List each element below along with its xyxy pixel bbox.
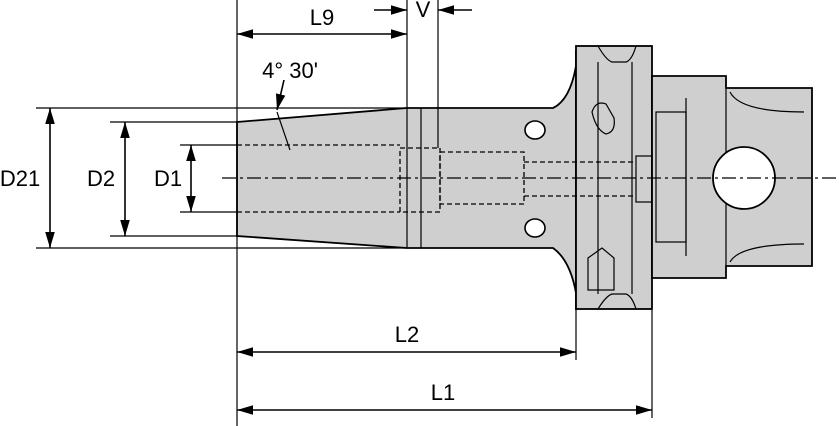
- internal-thread: [439, 151, 525, 205]
- drive-slot: [591, 102, 615, 135]
- flange-groove: [597, 45, 637, 63]
- coolant-tube: [635, 155, 653, 203]
- coolant-hole-bottom: [524, 218, 546, 238]
- dim-L2: L2: [237, 322, 576, 357]
- dim-L1: L1: [237, 380, 652, 415]
- holder-body: [236, 45, 813, 310]
- label-D21: D21: [0, 166, 40, 191]
- label-L9: L9: [310, 5, 334, 30]
- orientation-notch: [587, 247, 615, 291]
- shank-taper-line: [729, 91, 805, 113]
- label-V: V: [416, 0, 431, 22]
- dim-D21: D21: [0, 108, 55, 248]
- label-L1: L1: [431, 380, 455, 405]
- dim-L9: L9: [237, 5, 407, 39]
- dim-D2: D2: [87, 122, 130, 236]
- dim-V: V: [374, 0, 472, 22]
- dim-D1: D1: [154, 145, 196, 212]
- dim-angle: 4° 30': [262, 58, 318, 151]
- label-D1: D1: [154, 166, 182, 191]
- flange-groove-bottom: [597, 293, 637, 310]
- coolant-hole-top: [524, 120, 546, 140]
- label-angle: 4° 30': [262, 58, 318, 83]
- label-D2: D2: [87, 166, 115, 191]
- shank-taper-line: [729, 243, 805, 263]
- label-L2: L2: [395, 322, 419, 347]
